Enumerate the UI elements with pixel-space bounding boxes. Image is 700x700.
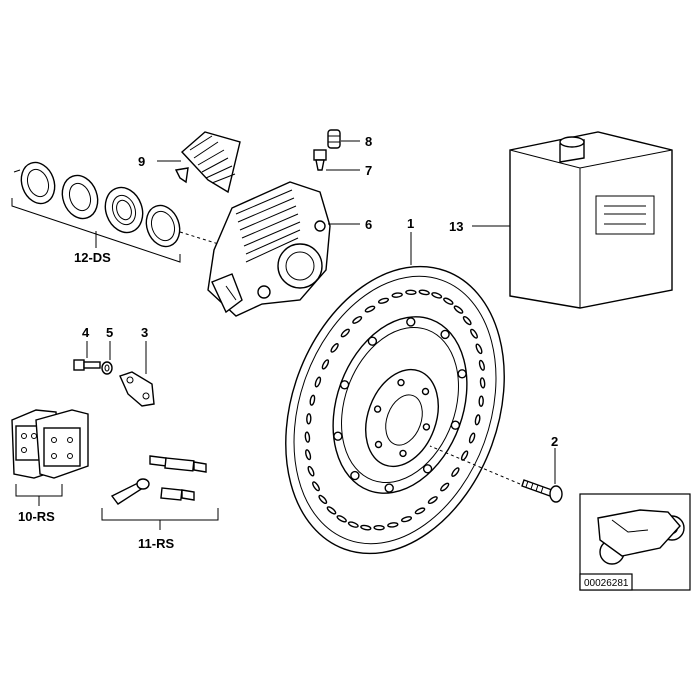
disc-hole — [377, 297, 390, 304]
disc-hole — [431, 292, 443, 299]
disc-hole — [474, 414, 481, 426]
pad-spring-icon — [174, 131, 241, 194]
disc-hole — [414, 507, 426, 515]
disc-hole — [468, 432, 476, 444]
callout-10: 10-RS — [18, 509, 55, 524]
callout-8: 8 — [365, 134, 372, 149]
hub-bolt-hole — [422, 423, 431, 431]
disc-hole — [321, 359, 330, 370]
hub-bolt-hole — [399, 449, 407, 458]
dust-cap-icon — [327, 129, 341, 149]
callout-11: 11-RS — [138, 536, 174, 551]
disc-hole — [453, 305, 464, 314]
bolt-small-icon — [73, 359, 101, 371]
retaining-pins-icon — [110, 455, 207, 505]
disc-hole — [312, 481, 320, 492]
disc-rivet — [440, 329, 450, 340]
callout-3: 3 — [141, 325, 148, 340]
disc-hole — [330, 343, 339, 353]
callout-2: 2 — [551, 434, 558, 449]
disc-hole — [391, 292, 403, 298]
callout-1: 1 — [407, 216, 414, 231]
brake-fluid-can-icon — [509, 131, 673, 309]
callout-13: 13 — [449, 219, 463, 234]
disc-hole — [405, 289, 417, 296]
brake-pads-icon — [11, 409, 89, 479]
disc-rivet — [350, 470, 360, 481]
brake-caliper-icon — [207, 181, 331, 317]
disc-hole — [336, 515, 347, 523]
motorcycle-icon — [597, 509, 685, 565]
disc-hole — [307, 465, 315, 477]
disc-hole — [440, 482, 450, 492]
disc-hole — [318, 494, 328, 505]
disc-hole — [387, 522, 399, 528]
motorcycle-thumbnail: 00026281 — [579, 493, 691, 591]
hub-bolt-hole — [374, 440, 383, 449]
hub-bolt-hole — [397, 378, 405, 387]
disc-hole — [475, 343, 483, 355]
disc-hole — [462, 315, 472, 326]
disc-rivet — [367, 336, 378, 346]
disc-hole — [443, 297, 454, 305]
hub-bolt-hole — [421, 387, 430, 396]
washer-icon — [101, 361, 113, 375]
callout-5: 5 — [106, 325, 113, 340]
disc-hole — [427, 496, 438, 505]
brake-disc-icon — [285, 265, 505, 555]
disc-hole — [470, 328, 478, 339]
image-code: 00026281 — [584, 578, 629, 589]
disc-rivet — [457, 369, 467, 379]
disc-rivet — [406, 317, 416, 327]
disc-rivet — [422, 464, 433, 474]
disc-hole — [304, 431, 311, 443]
bolt-icon — [429, 445, 563, 503]
disc-hole — [478, 359, 485, 371]
disc-rivet — [384, 483, 394, 493]
disc-hole — [305, 449, 312, 461]
disc-hole — [326, 506, 337, 515]
disc-hole — [360, 524, 372, 531]
callout-4: 4 — [82, 325, 90, 340]
disc-rivet — [333, 431, 343, 441]
disc-hole — [451, 467, 460, 477]
callout-6: 6 — [365, 217, 372, 232]
hub-bolt-hole — [373, 405, 382, 413]
disc-hole — [478, 395, 484, 407]
disc-hole — [306, 413, 312, 425]
disc-hole — [314, 376, 322, 388]
bracket-icon — [119, 371, 155, 407]
callout-12: 12-DS — [74, 250, 111, 265]
disc-hole — [347, 521, 359, 528]
disc-hole — [479, 377, 486, 389]
disc-hole — [309, 394, 316, 406]
disc-rivet — [450, 420, 461, 430]
disc-hole — [373, 524, 385, 531]
disc-hole — [340, 328, 350, 338]
disc-hole — [364, 305, 376, 313]
callout-9: 9 — [138, 154, 145, 169]
disc-hole — [418, 289, 430, 296]
bleeder-valve-icon — [313, 149, 327, 171]
disc-rivet — [339, 380, 350, 390]
disc-hole — [400, 516, 413, 523]
callout-7: 7 — [365, 163, 372, 178]
disc-hole — [352, 315, 363, 324]
seal-rings-icon — [13, 161, 226, 248]
